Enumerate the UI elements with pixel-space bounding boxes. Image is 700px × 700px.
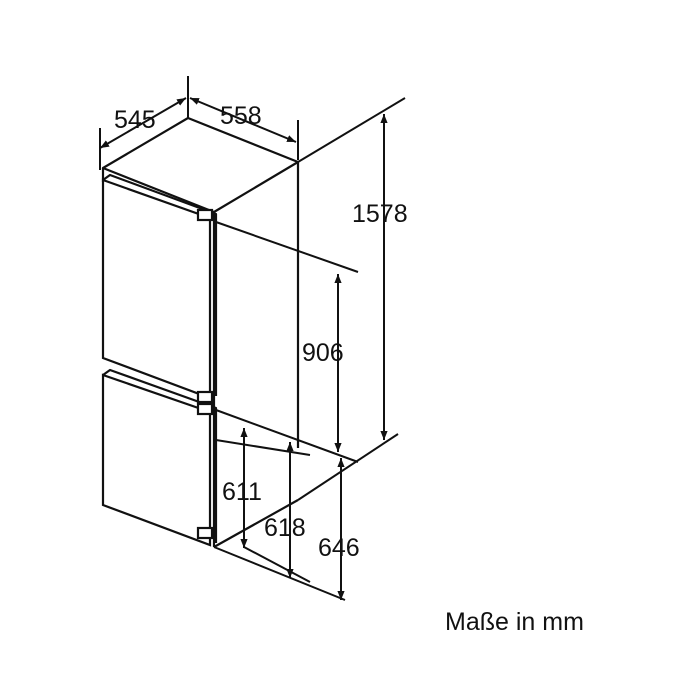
ext-line-upper-door-diagonal — [215, 221, 359, 273]
dim-label-558: 558 — [220, 102, 262, 130]
dim-label-646: 646 — [318, 534, 360, 562]
dim-label-1578: 1578 — [352, 200, 408, 228]
ext-line-floor-right — [297, 433, 399, 501]
ext-line-lower-door-top — [215, 409, 359, 463]
upper-door-hinge-bottom — [196, 390, 214, 404]
dim-arrow-545 — [99, 97, 187, 149]
units-caption: Maße in mm — [445, 608, 584, 636]
dim-arrow-558 — [189, 97, 297, 143]
lower-door — [101, 368, 218, 547]
ext-line-lower-mark — [215, 439, 311, 456]
cabinet-bottom-edge — [213, 499, 299, 548]
ext-line-top-diagonal — [297, 97, 406, 163]
lower-door-hinge-bottom — [196, 526, 214, 540]
dim-label-611: 611 — [222, 478, 262, 506]
upper-door-hinge-top — [196, 208, 214, 222]
dim-label-545: 545 — [114, 106, 156, 134]
dim-label-906: 906 — [302, 339, 344, 367]
upper-door — [101, 173, 218, 404]
ext-line-floor-mid — [243, 546, 311, 583]
lower-door-hinge-top — [196, 402, 214, 416]
ext-line-bottom-diagonal — [213, 546, 346, 601]
dim-label-618: 618 — [264, 514, 306, 542]
